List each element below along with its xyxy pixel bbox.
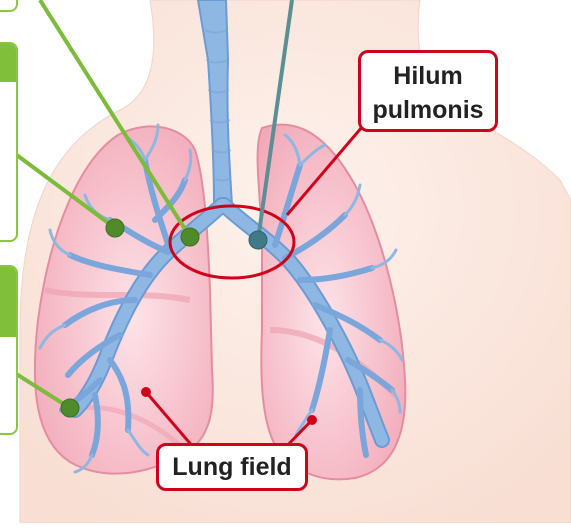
lung-field-label-text: Lung field xyxy=(172,453,291,481)
marker-dot xyxy=(61,399,79,417)
side-panel-upper-tab xyxy=(0,44,16,82)
marker-dot xyxy=(249,231,267,249)
side-panel-lower-tab xyxy=(0,267,16,337)
side-panel-upper xyxy=(0,42,18,242)
hilum-pulmonis-label: Hilum pulmonis xyxy=(358,50,498,132)
hilum-label-line1: Hilum xyxy=(361,59,495,93)
hilum-label-line2: pulmonis xyxy=(361,93,495,127)
lung-field-label: Lung field xyxy=(156,443,308,491)
pointer-dot xyxy=(141,387,151,397)
marker-dot xyxy=(106,219,124,237)
pointer-dot xyxy=(307,415,317,425)
marker-dot xyxy=(181,228,199,246)
side-panel-lower xyxy=(0,265,18,435)
